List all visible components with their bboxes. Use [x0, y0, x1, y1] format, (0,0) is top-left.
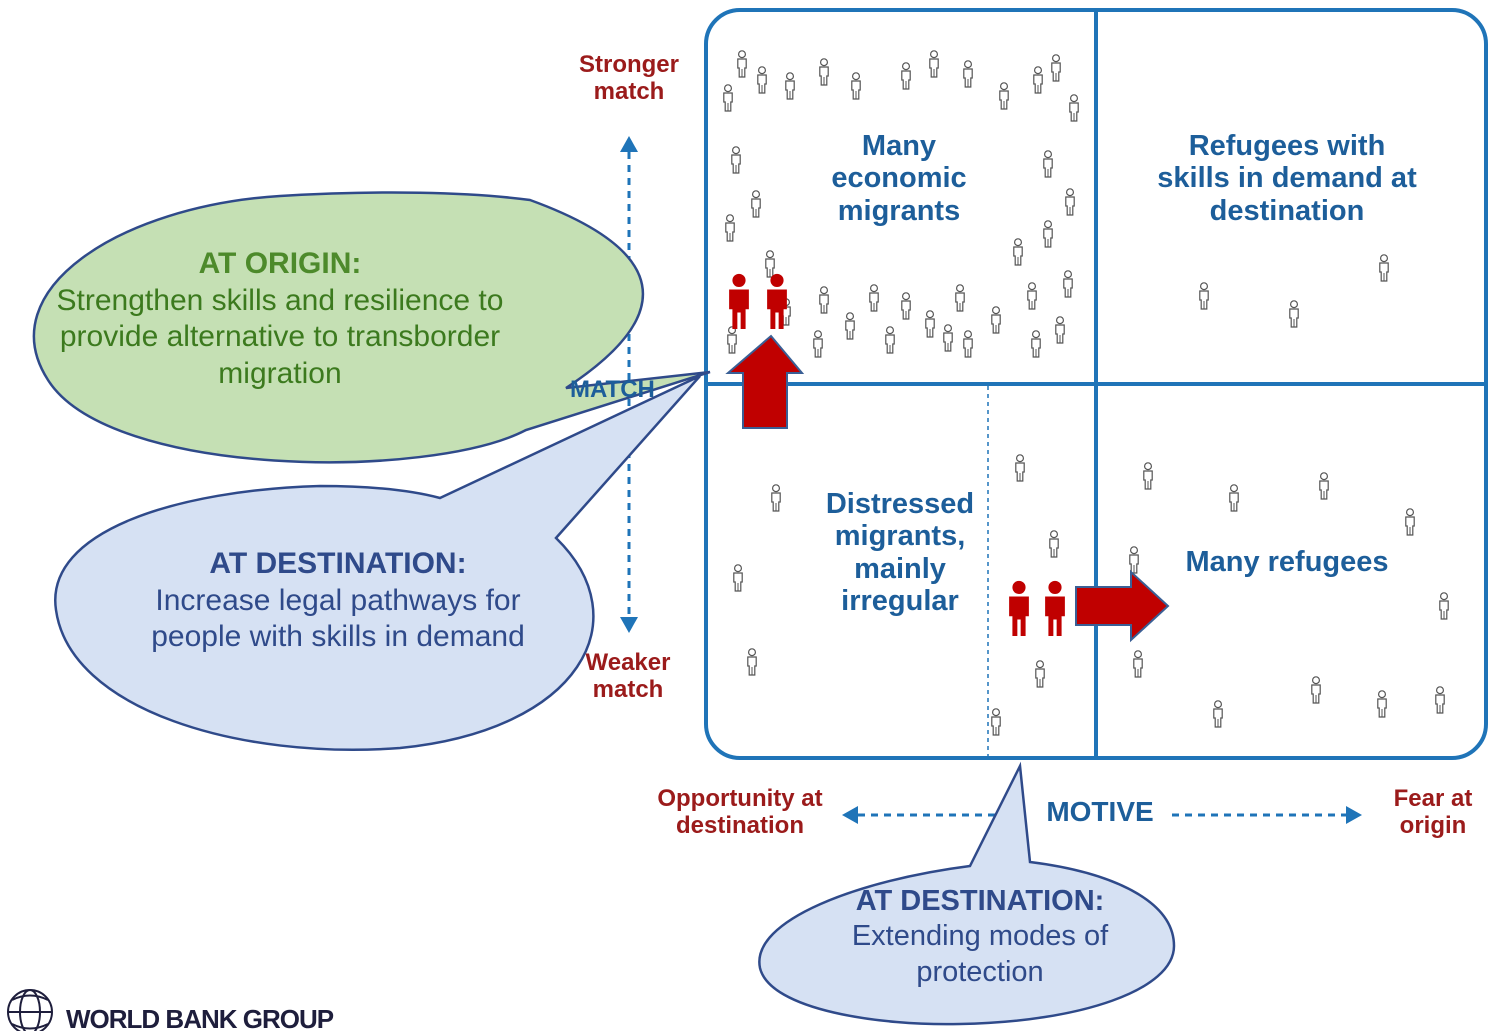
axis-label-match: MATCH: [570, 376, 655, 403]
callout-destination-protection-text: AT DESTINATION: Extending modes of prote…: [820, 884, 1140, 990]
block-arrow-up-icon: [725, 334, 805, 429]
callout-origin-heading: AT ORIGIN:: [198, 247, 362, 280]
axis-label-fear: Fear at origin: [1393, 785, 1473, 839]
callout-destination-legal-text: AT DESTINATION: Increase legal pathways …: [126, 546, 550, 656]
callout-destination-legal-heading: AT DESTINATION:: [209, 547, 467, 580]
callout-origin-body: Strengthen skills and resilience to prov…: [56, 283, 504, 390]
globe-logo-icon: [7, 989, 53, 1031]
axis-label-motive: MOTIVE: [1046, 796, 1154, 827]
axis-label-stronger-match: Stronger match: [578, 51, 679, 105]
callout-origin-text: AT ORIGIN: Strengthen skills and resilie…: [40, 246, 520, 392]
motive-axis: [842, 806, 1362, 824]
quadrant-label-skilled-refugees: Refugees with skills in demand at destin…: [1157, 130, 1417, 227]
axis-label-opportunity: Opportunity at destination: [657, 785, 823, 839]
callout-destination-legal-body: Increase legal pathways for people with …: [151, 583, 525, 654]
quadrant-label-economic-migrants: Many economic migrants: [831, 130, 967, 227]
axis-label-weaker-match: Weaker match: [585, 649, 671, 703]
quadrant-label-distressed-migrants: Distressed migrants, mainly irregular: [825, 488, 975, 618]
callout-destination-protection-body: Extending modes of protection: [851, 920, 1109, 988]
quadrant-frame: [704, 8, 1488, 760]
world-bank-group-logo: WORLD BANK GROUP: [66, 1004, 334, 1034]
match-axis: [620, 136, 638, 633]
callout-at-destination-legal: [54, 374, 701, 752]
callout-destination-protection-heading: AT DESTINATION:: [855, 885, 1105, 917]
callout-at-origin: [32, 191, 711, 464]
block-arrow-right-icon: [1075, 569, 1170, 643]
callout-at-destination-protection: [758, 761, 1176, 1026]
quadrant-label-many-refugees: Many refugees: [1185, 546, 1389, 578]
